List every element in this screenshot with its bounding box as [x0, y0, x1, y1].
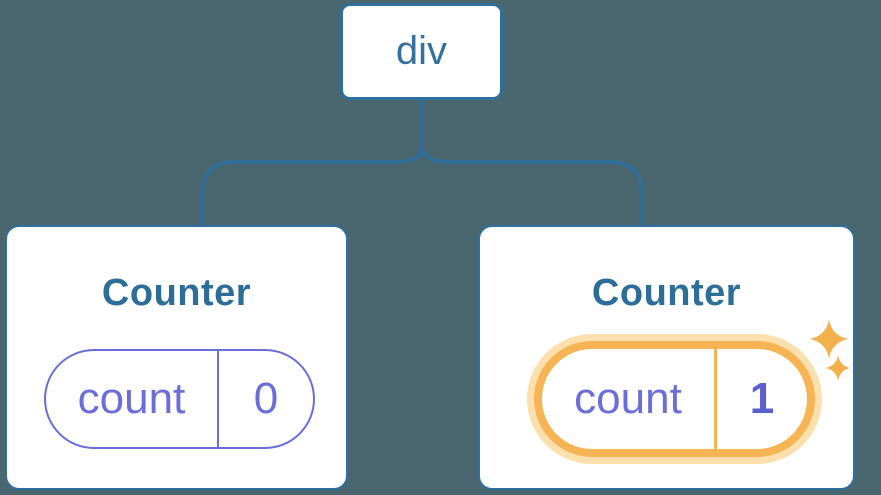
state-key-label: count: [46, 351, 219, 447]
state-pill: count 0: [44, 349, 315, 449]
state-pill-highlighted: count 1: [534, 341, 815, 457]
component-title: Counter: [591, 272, 742, 314]
counter-card-left: Counter count 0: [5, 225, 348, 490]
root-node: div: [340, 3, 503, 100]
root-node-label: div: [395, 29, 448, 73]
state-key-label: count: [542, 349, 717, 449]
state-value: 0: [253, 374, 279, 423]
sparkle-icon: [809, 319, 851, 381]
state-value: 1: [749, 374, 775, 423]
component-title: Counter: [101, 272, 252, 314]
counter-card-right: Counter count 1: [478, 225, 855, 490]
